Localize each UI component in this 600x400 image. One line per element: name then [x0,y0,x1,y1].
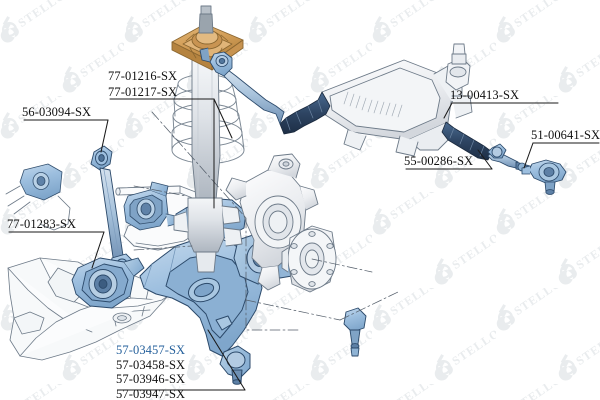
callout-55-00286[interactable]: 55-00286-SX [404,155,473,168]
stabilizer-bushing-left [19,163,63,201]
callout-line: 57-03458-SX [116,357,186,372]
steering-rack-housing [321,43,473,157]
callout-77-01283[interactable]: 77-01283-SX [7,218,76,231]
stabilizer-bracket [123,181,177,231]
ball-joint-stud [343,307,367,357]
rack-bellows-left [279,91,331,135]
callout-51-00641[interactable]: 51-00641-SX [531,129,600,142]
control-arm-rear-bushing [71,257,145,309]
callout-line: 57-03946-SX [116,372,186,386]
callout-line: 57-03947-SX [116,386,186,400]
stabilizer-bar-left-arm [5,185,71,231]
callout-line: 55-00286-SX [404,154,474,168]
callout-line: 13-00413-SX [450,88,520,102]
rack-bellows-right [441,121,493,161]
leader-lines [8,98,600,391]
callout-77-01216[interactable]: 77-01216-SX 77-01217-SX [108,70,177,98]
strut-top-mount [171,5,244,71]
callout-line: 77-01216-SX [108,69,178,83]
callout-line: 77-01283-SX [7,217,77,231]
callout-57-034xx[interactable]: 57-03457-SX 57-03458-SX 57-03946-SX 57-0… [116,344,185,400]
tie-rod-left [199,47,285,125]
strut-damper [173,59,243,273]
callout-line: 51-00641-SX [531,128,600,142]
outer-tie-rod-end [521,159,567,195]
assembly-centerlines [133,111,399,331]
callout-56-03094[interactable]: 56-03094-SX [22,106,91,119]
callout-13-00413[interactable]: 13-00413-SX [450,89,519,102]
callout-line: 56-03094-SX [22,105,92,119]
callout-line-highlighted: 57-03457-SX [116,343,186,357]
callout-line: 77-01217-SX [108,84,178,99]
